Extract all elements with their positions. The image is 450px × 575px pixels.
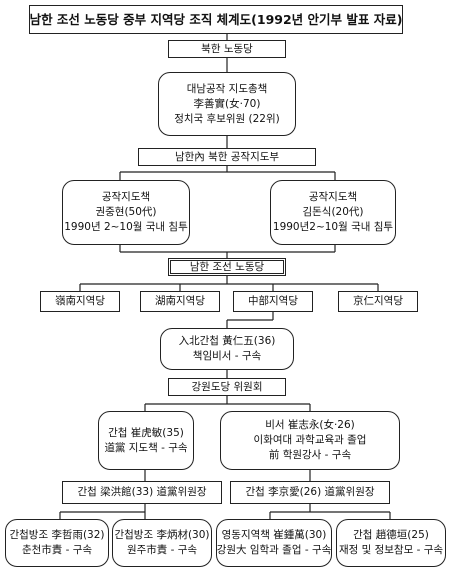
node-op-director-1-line3: 1990년 2~10월 국내 침투 [64,221,188,233]
node-sabotage-hq: 대남공작 지도총책 李善實(女·70) 정치국 후보위원 (22위) [158,72,296,136]
node-op-director-2-line3: 1990년2~10월 국내 침투 [272,221,394,233]
node-secretary-choi-line3: 前 학원강사 - 구속 [268,449,352,461]
node-spy-choi-line2: 道黨 지도책 - 구속 [104,441,188,454]
node-spy-yang-label: 간첩 梁洪館(33) 道黨위원장 [77,486,207,498]
node-bottom-lee-cheolwoo-line2: 춘천市責 - 구속 [21,544,93,556]
node-op-director-1-line2: 권중현(50代) [95,206,157,218]
node-op-director-1-line1: 공작지도책 [101,191,151,203]
node-south-party: 남한 조선 노동당 [168,258,286,276]
node-bottom-jo-deokwon: 간첩 趙德垣(25) 재정 및 정보참모 - 구속 [336,519,446,567]
node-bottom-choi-jongman-line2: 강원大 임학과 졸업 - 구속 [216,544,332,556]
node-secretary-choi: 비서 崔志永(女·26) 이화여대 과학교육과 졸업 前 학원강사 - 구속 [220,411,400,470]
node-south-party-label: 남한 조선 노동당 [189,260,265,273]
node-spy-yang: 간첩 梁洪館(33) 道黨위원장 [62,481,222,504]
node-sabotage-hq-line3: 정치국 후보위원 (22위) [174,112,280,125]
node-op-director-2: 공작지도책 김돈식(20代) 1990년2~10월 국내 침투 [270,180,396,245]
node-bottom-jo-deokwon-line1: 간첩 趙德垣(25) [353,529,429,541]
node-bottom-lee-cheolwoo-line1: 간첩방조 李哲雨(32) [9,529,105,541]
node-regional-gyeongin: 京仁지역당 [338,291,418,312]
node-sabotage-dept: 남한內 북한 공작지도부 [138,148,316,166]
node-secretary-choi-line1: 비서 崔志永(女·26) [265,419,355,431]
title-text: 남한 조선 노동당 중부 지역당 조직 체계도(1992년 안기부 발표 자료) [29,12,403,27]
node-spy-choi: 간첩 崔虎敏(35) 道黨 지도책 - 구속 [98,411,194,470]
node-spy-lee-label: 간첩 李京愛(26) 道黨위원장 [245,486,375,498]
node-bottom-choi-jongman: 영동지역책 崔鍾萬(30) 강원大 임학과 졸업 - 구속 [216,519,332,567]
diagram-title: 남한 조선 노동당 중부 지역당 조직 체계도(1992년 안기부 발표 자료) [29,5,403,34]
node-north-party-label: 북한 노동당 [201,42,253,55]
node-bottom-lee-byeongjae-line2: 원주市責 - 구속 [126,544,198,556]
node-op-director-2-line2: 김돈식(20代) [302,206,364,218]
node-bottom-choi-jongman-line1: 영동지역책 崔鍾萬(30) [221,529,327,541]
node-regional-honam: 湖南지역당 [140,291,220,312]
node-gangwon-committee: 강원도당 위원회 [168,378,286,396]
node-secretary-choi-line2: 이화여대 과학교육과 졸업 [253,434,367,446]
node-op-director-1: 공작지도책 권중현(50代) 1990년 2~10월 국내 침투 [62,180,190,245]
node-regional-jungbu-label: 中部지역당 [248,295,298,307]
node-regional-yeongnam: 嶺南지역당 [40,291,120,312]
node-bottom-lee-byeongjae: 간첩방조 李炳材(30) 원주市責 - 구속 [112,519,212,567]
node-spy-choi-line1: 간첩 崔虎敏(35) [108,426,184,439]
node-sabotage-dept-label: 남한內 북한 공작지도부 [174,150,280,163]
node-spy-chief-line2: 책임비서 - 구속 [192,350,262,362]
node-regional-honam-label: 湖南지역당 [155,295,205,307]
node-bottom-lee-byeongjae-line1: 간첩방조 李炳材(30) [114,529,210,541]
node-spy-chief-line1: 入北간첩 黃仁五(36) [178,335,276,347]
node-bottom-jo-deokwon-line2: 재정 및 정보참모 - 구속 [338,544,444,556]
node-spy-chief: 入北간첩 黃仁五(36) 책임비서 - 구속 [160,328,294,370]
node-bottom-lee-cheolwoo: 간첩방조 李哲雨(32) 춘천市責 - 구속 [5,519,109,567]
node-north-party: 북한 노동당 [168,40,286,58]
node-sabotage-hq-line2: 李善實(女·70) [193,97,261,110]
node-regional-jungbu: 中部지역당 [233,291,313,312]
node-gangwon-committee-label: 강원도당 위원회 [191,380,263,393]
node-regional-gyeongin-label: 京仁지역당 [353,295,403,307]
node-op-director-2-line1: 공작지도책 [308,191,358,203]
node-spy-lee: 간첩 李京愛(26) 道黨위원장 [230,481,390,504]
node-regional-yeongnam-label: 嶺南지역당 [55,295,105,307]
node-sabotage-hq-line1: 대남공작 지도총책 [186,82,268,95]
